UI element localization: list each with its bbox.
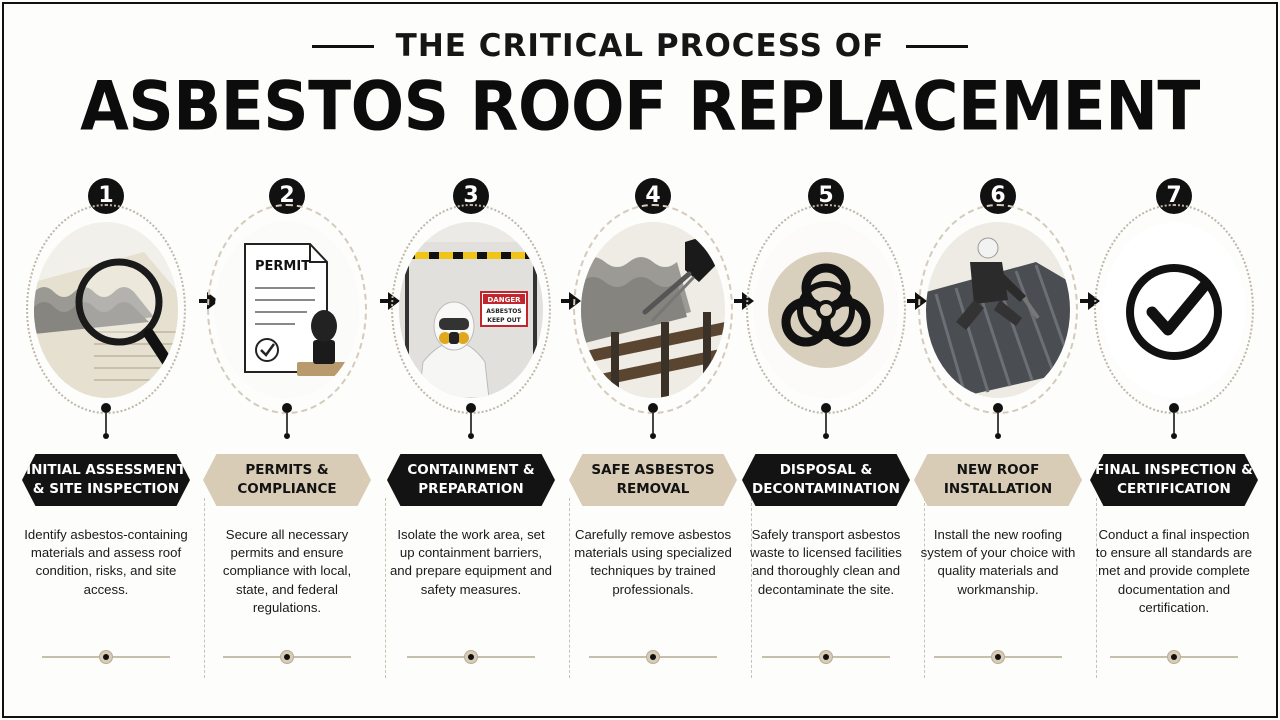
step-title-line1: PERMITS & (245, 462, 329, 478)
page-title: ASBESTOS ROOF REPLACEMENT (80, 67, 1200, 146)
step-title-line1: DISPOSAL & (779, 462, 873, 478)
step-pin (648, 403, 658, 413)
step-divider (1096, 498, 1097, 678)
step-title-banner: FINAL INSPECTION & CERTIFICATION (1090, 454, 1258, 506)
page-subtitle: THE CRITICAL PROCESS OF (395, 28, 885, 64)
danger-sign-title: DANGER (487, 296, 521, 304)
step-5: 5 DISPOSAL & DECONTAMINATION Safely tran… (740, 178, 925, 678)
step-title-line2: COMPLIANCE (237, 481, 337, 497)
step-pin-dot (284, 433, 290, 439)
step-pin-dot (103, 433, 109, 439)
step-3: 3 DANGER ASBESTOS KEEP OUT CONTAINMENT &… (385, 178, 570, 678)
step-pin (993, 403, 1003, 413)
step-bottom-dot (464, 650, 478, 664)
step-title-line1: NEW ROOF (956, 462, 1040, 478)
step-title-banner: PERMITS & COMPLIANCE (203, 454, 371, 506)
step-title-banner: SAFE ASBESTOS REMOVAL (569, 454, 737, 506)
step-title-line2: PREPARATION (418, 481, 524, 497)
step-divider (569, 498, 570, 678)
step-description: Safely transport asbestos waste to licen… (750, 527, 902, 597)
step-pin (101, 403, 111, 413)
step-pin-dot (1171, 433, 1177, 439)
step-divider (924, 498, 925, 678)
step-bottom-dot (646, 650, 660, 664)
step-title-line2: DECONTAMINATION (752, 481, 900, 497)
step-bottom-dot (280, 650, 294, 664)
step-pin-dot (468, 433, 474, 439)
step-title-line2: & SITE INSPECTION (32, 481, 180, 497)
step-bottom-dot (1167, 650, 1181, 664)
header: THE CRITICAL PROCESS OF ASBESTOS ROOF RE… (0, 28, 1280, 146)
step-pin-dot (823, 433, 829, 439)
permit-stamp-icon: PERMIT (215, 222, 359, 398)
step-title-banner: CONTAINMENT & PREPARATION (387, 454, 555, 506)
permit-label: PERMIT (255, 259, 310, 274)
step-pin-line (997, 413, 999, 433)
step-title-line1: FINAL INSPECTION & (1095, 462, 1253, 478)
step-pin (821, 403, 831, 413)
step-pin-line (105, 413, 107, 433)
step-pin-line (652, 413, 654, 433)
step-title-banner: INITIAL ASSESSMENT & SITE INSPECTION (22, 454, 190, 506)
subtitle-rule-right (906, 44, 969, 48)
step-title-line1: INITIAL ASSESSMENT (26, 462, 186, 478)
step-title-line1: CONTAINMENT & (407, 462, 535, 478)
step-bottom-dot (991, 650, 1005, 664)
step-6: 6 NEW ROOF INSTALLATION Install the ne (912, 178, 1097, 678)
step-4: 4 SAFE ASBESTOS REMOVAL Carefully remo (567, 178, 752, 678)
magnifier-roof-icon (34, 222, 178, 398)
step-pin (282, 403, 292, 413)
removal-tool-icon (581, 222, 725, 398)
step-title-banner: NEW ROOF INSTALLATION (914, 454, 1082, 506)
biohazard-icon (754, 222, 898, 398)
step-pin-line (286, 413, 288, 433)
roof-installer-icon (926, 222, 1070, 398)
step-title-line2: CERTIFICATION (1117, 481, 1231, 497)
step-pin-line (825, 413, 827, 433)
containment-worker-icon: DANGER ASBESTOS KEEP OUT (399, 222, 543, 398)
step-description: Install the new roofing system of your c… (920, 527, 1076, 597)
step-description: Secure all necessary permits and ensure … (222, 527, 352, 615)
subtitle-row: THE CRITICAL PROCESS OF (0, 28, 1280, 64)
step-description: Identify asbestos-containing materials a… (24, 527, 188, 597)
step-pin-line (1173, 413, 1175, 433)
step-title-line1: SAFE ASBESTOS (591, 462, 715, 478)
step-pin (1169, 403, 1179, 413)
step-7: 7 FINAL INSPECTION & CERTIFICATION Condu… (1088, 178, 1260, 668)
step-title-banner: DISPOSAL & DECONTAMINATION (742, 454, 910, 506)
step-divider (751, 498, 752, 678)
step-description: Conduct a final inspection to ensure all… (1095, 527, 1253, 615)
step-1: 1 INITIAL ASSESSMENT & SITE INSPECTION I… (20, 178, 205, 678)
step-pin (466, 403, 476, 413)
step-divider (385, 498, 386, 678)
danger-sign-line3: KEEP OUT (487, 317, 521, 324)
step-title-line2: INSTALLATION (943, 481, 1053, 497)
step-pin-dot (995, 433, 1001, 439)
checkmark-circle-icon (1102, 222, 1246, 398)
step-bottom-dot (819, 650, 833, 664)
danger-sign-line2: ASBESTOS (486, 308, 521, 315)
step-pin-dot (650, 433, 656, 439)
step-title-line2: REMOVAL (616, 481, 690, 497)
step-description: Isolate the work area, set up containmen… (389, 527, 553, 597)
step-divider (204, 498, 205, 678)
subtitle-rule-left (311, 44, 374, 48)
step-2: 2 PERMIT PERMITS & COMPLIANCE Secure all… (201, 178, 386, 678)
step-pin-line (470, 413, 472, 433)
step-bottom-dot (99, 650, 113, 664)
step-description: Carefully remove asbestos materials usin… (574, 527, 732, 597)
